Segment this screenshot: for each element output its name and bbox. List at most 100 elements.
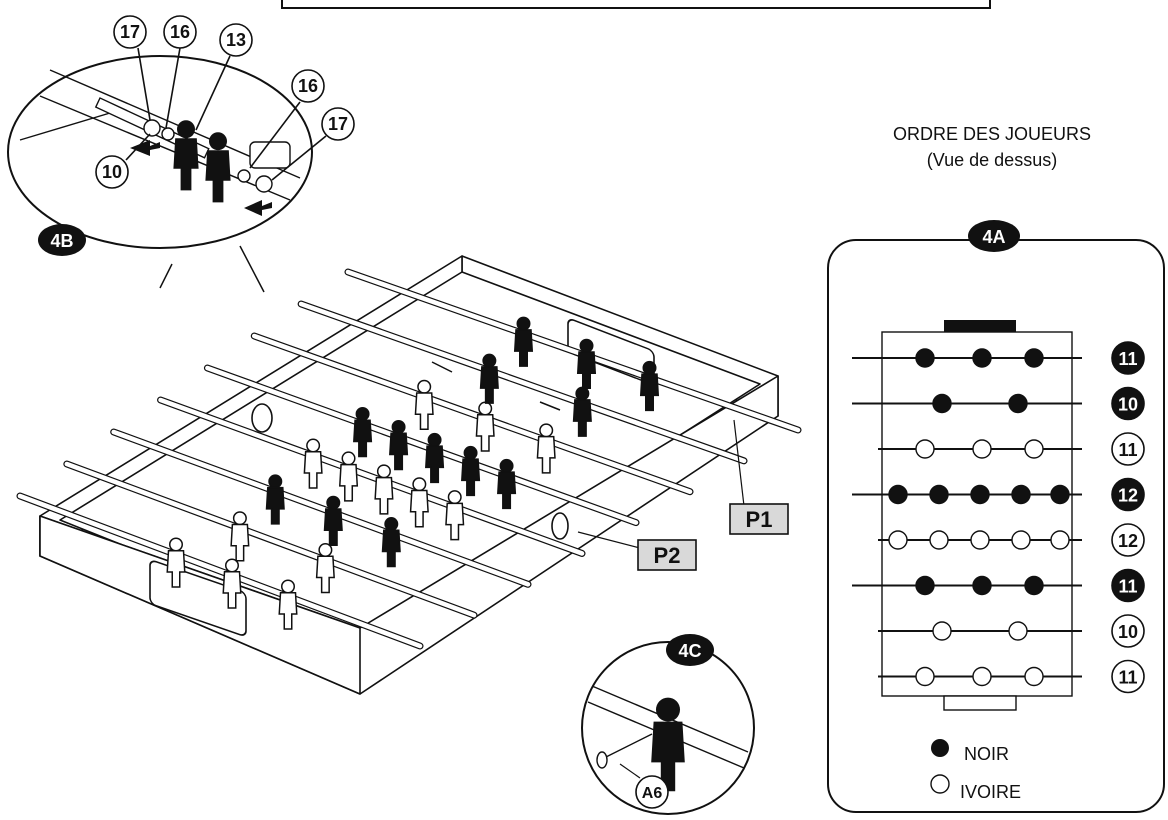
legend-row: 12 bbox=[852, 477, 1145, 512]
legend-row: 11 bbox=[852, 568, 1145, 603]
callout-17b: 17 bbox=[328, 114, 348, 134]
legend-count: 11 bbox=[1118, 440, 1137, 460]
legend-black-label: NOIR bbox=[964, 744, 1009, 764]
legend-count-badge bbox=[1111, 614, 1145, 648]
washer-16b bbox=[237, 169, 251, 183]
legend-row: 11 bbox=[852, 341, 1145, 375]
legend-count-badge bbox=[1111, 432, 1145, 466]
rod bbox=[157, 396, 586, 557]
legend-count: 10 bbox=[1118, 395, 1138, 415]
callout-a6-circle bbox=[635, 775, 669, 809]
legend-count: 11 bbox=[1118, 577, 1137, 597]
rod-fill bbox=[64, 461, 477, 618]
rod-fill bbox=[111, 429, 531, 587]
legend-player bbox=[1011, 484, 1031, 505]
legend-player bbox=[1050, 530, 1070, 550]
rod-fill bbox=[251, 333, 693, 495]
rod-fill bbox=[158, 397, 585, 556]
legend-goal-bottom bbox=[943, 695, 1017, 711]
rod-fill bbox=[205, 365, 639, 525]
pointer-arrows bbox=[159, 245, 561, 411]
legend-player bbox=[1008, 393, 1028, 414]
legend-count-badge bbox=[1111, 386, 1145, 421]
callout-16b: 16 bbox=[298, 76, 318, 96]
callout-a6: A6 bbox=[642, 785, 663, 802]
legend-player bbox=[1024, 439, 1044, 459]
callout-17a: 17 bbox=[120, 22, 140, 42]
detail-4b-circle bbox=[7, 55, 313, 249]
top-frame bbox=[281, 0, 991, 9]
legend-player bbox=[888, 530, 908, 550]
legend-player bbox=[1011, 530, 1031, 550]
detail-4c: 4C A6 bbox=[581, 634, 755, 815]
rod bbox=[16, 492, 424, 650]
legend-player bbox=[970, 484, 990, 505]
goal-slot bbox=[249, 141, 291, 169]
rod bbox=[250, 332, 694, 496]
legend-player bbox=[915, 666, 935, 687]
label-p1: P1 bbox=[729, 419, 789, 535]
legend-row: 10 bbox=[878, 614, 1145, 648]
washer-17a bbox=[143, 119, 161, 137]
legend-player bbox=[1024, 575, 1044, 596]
legend-player bbox=[1008, 621, 1028, 641]
callout-16a: 16 bbox=[170, 22, 190, 42]
legend-player bbox=[888, 484, 908, 505]
label-p2: P2 bbox=[577, 531, 697, 571]
player-rods bbox=[16, 268, 802, 650]
legend-count-badge bbox=[1111, 477, 1145, 512]
legend-title: ORDRE DES JOUEURS bbox=[893, 124, 1091, 144]
legend-player bbox=[929, 530, 949, 550]
p2-text: P2 bbox=[654, 543, 681, 568]
legend-row: 10 bbox=[852, 386, 1145, 421]
rod bbox=[297, 300, 748, 465]
legend-player bbox=[972, 348, 992, 368]
legend-count: 10 bbox=[1118, 622, 1138, 642]
legend-black-swatch bbox=[931, 739, 949, 757]
legend-count: 11 bbox=[1118, 668, 1137, 688]
rod bbox=[203, 364, 640, 527]
callout-10: 10 bbox=[102, 162, 122, 182]
legend-row: 11 bbox=[878, 432, 1145, 466]
rod bbox=[110, 428, 532, 588]
legend-field bbox=[881, 331, 1073, 697]
legend-count-badge bbox=[1111, 341, 1145, 375]
legend-badge: 4A bbox=[982, 227, 1005, 247]
legend-player bbox=[929, 484, 949, 505]
legend-player bbox=[932, 393, 952, 414]
legend-panel: ORDRE DES JOUEURS (Vue de dessus) 4A 111… bbox=[827, 124, 1165, 813]
legend-player bbox=[972, 439, 992, 459]
callout-13: 13 bbox=[226, 30, 246, 50]
washer-17b bbox=[255, 175, 273, 193]
detail-4b bbox=[7, 55, 313, 249]
legend-count-badge bbox=[1111, 659, 1145, 694]
legend-player bbox=[915, 575, 935, 596]
rod bbox=[63, 460, 478, 619]
legend-player bbox=[972, 575, 992, 596]
legend-player bbox=[972, 666, 992, 687]
legend-player bbox=[970, 530, 990, 550]
legend-ivory-swatch bbox=[930, 774, 950, 794]
rod bbox=[344, 268, 802, 434]
washer-16a bbox=[161, 127, 175, 141]
foosball-table bbox=[39, 255, 779, 695]
p1-text: P1 bbox=[746, 507, 773, 532]
part-callouts bbox=[95, 15, 355, 189]
legend-subtitle: (Vue de dessus) bbox=[927, 150, 1057, 170]
rod-fill bbox=[298, 301, 747, 464]
legend-player bbox=[1024, 666, 1044, 687]
legend-rows: 11 10 11 12 12 11 10 11 bbox=[852, 341, 1145, 694]
rod-fill bbox=[345, 269, 801, 433]
ball-hole-near bbox=[551, 512, 569, 540]
legend-count: 12 bbox=[1118, 486, 1138, 506]
legend-count-badge bbox=[1111, 523, 1145, 557]
badge-4b: 4B bbox=[38, 224, 86, 256]
legend-player bbox=[915, 348, 935, 368]
legend-goal-top bbox=[944, 320, 1016, 332]
legend-row: 12 bbox=[878, 523, 1145, 557]
legend-player bbox=[915, 439, 935, 459]
rod-fill bbox=[17, 493, 423, 649]
legend-player bbox=[932, 621, 952, 641]
legend-count-badge bbox=[1111, 568, 1145, 603]
